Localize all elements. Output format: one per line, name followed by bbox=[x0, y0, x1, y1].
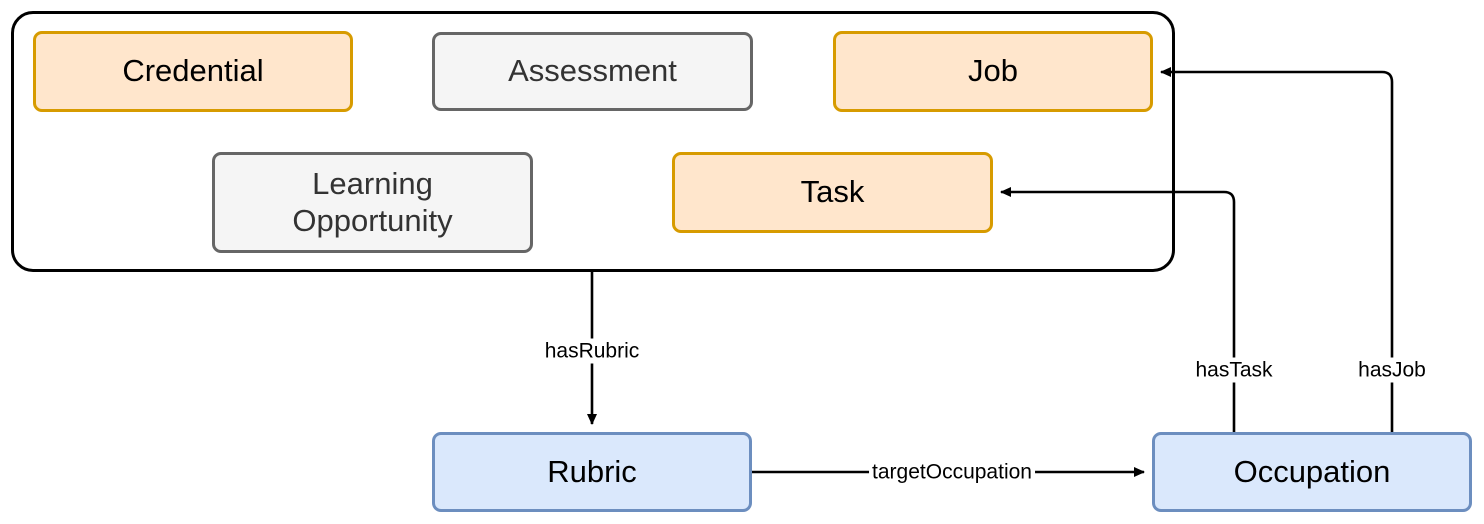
edge-label-target-occupation: targetOccupation bbox=[869, 459, 1035, 485]
ontology-group-container bbox=[11, 11, 1175, 272]
node-occupation[interactable]: Occupation bbox=[1152, 432, 1472, 512]
node-label-learning-opportunity: Learning Opportunity bbox=[292, 165, 453, 238]
node-label-task: Task bbox=[800, 174, 865, 210]
node-label-assessment: Assessment bbox=[508, 53, 677, 89]
node-label-job: Job bbox=[968, 53, 1018, 89]
node-label-credential: Credential bbox=[122, 53, 264, 89]
node-credential[interactable]: Credential bbox=[33, 31, 353, 112]
edge-label-has-rubric: hasRubric bbox=[541, 338, 643, 364]
edge-has-task bbox=[1000, 187, 1236, 432]
node-label-occupation: Occupation bbox=[1233, 453, 1391, 489]
node-assessment[interactable]: Assessment bbox=[432, 32, 753, 111]
node-job[interactable]: Job bbox=[833, 31, 1153, 112]
node-learning-opportunity[interactable]: Learning Opportunity bbox=[212, 152, 533, 253]
edge-label-has-task: hasTask bbox=[1192, 357, 1276, 383]
node-task[interactable]: Task bbox=[672, 152, 993, 233]
edge-has-job bbox=[1160, 67, 1394, 432]
node-rubric[interactable]: Rubric bbox=[432, 432, 752, 512]
edge-label-has-job: hasJob bbox=[1355, 357, 1429, 383]
node-label-rubric: Rubric bbox=[547, 453, 637, 489]
